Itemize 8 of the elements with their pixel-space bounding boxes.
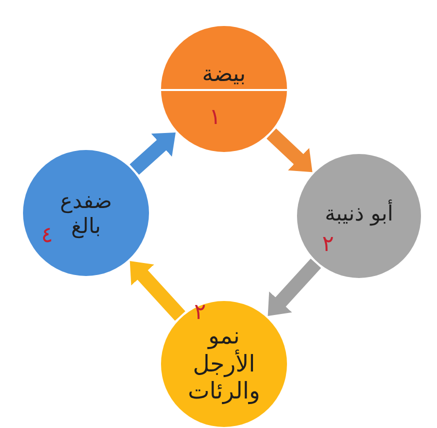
step-number: ١ xyxy=(209,107,221,129)
step-number: ٢ xyxy=(322,234,334,256)
stage-label: أبو ذنيبة xyxy=(324,201,394,227)
stage-label: بيضة xyxy=(201,62,247,88)
stage-label: نمو الأرجل والرئات xyxy=(186,324,262,406)
step-number: ٢ xyxy=(194,302,206,324)
stage-label: ضفدع بالغ xyxy=(58,188,113,240)
step-number: ٤ xyxy=(41,225,53,247)
